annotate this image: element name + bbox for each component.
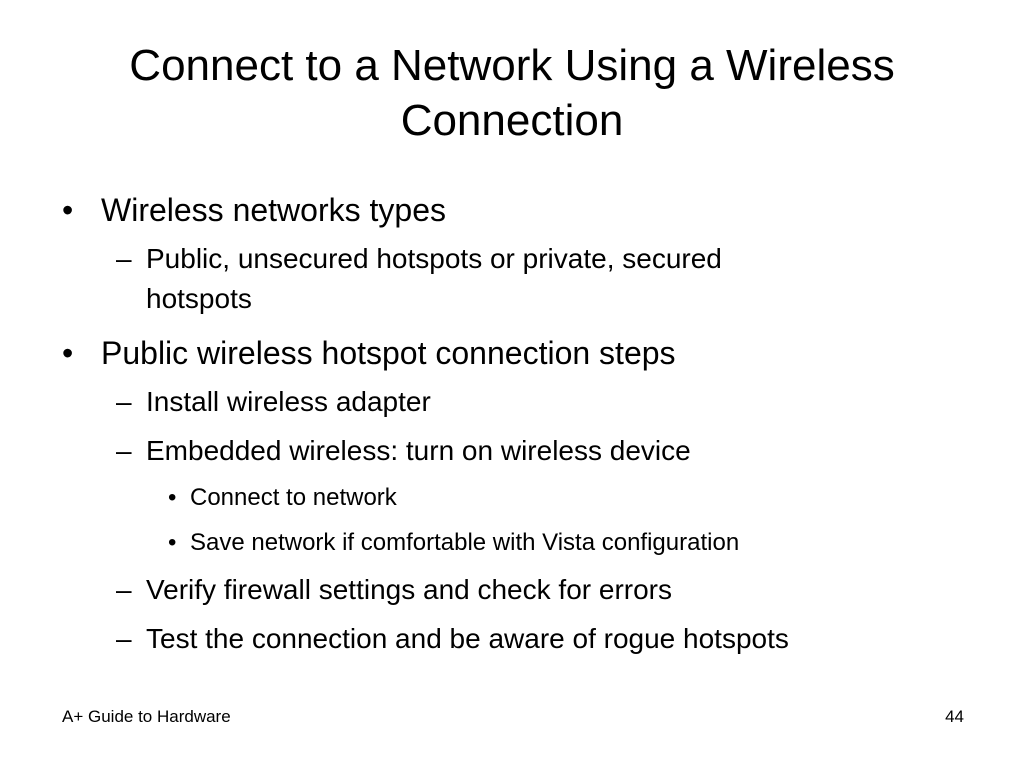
- sub-bullet-embedded-wireless: Embedded wireless: turn on wireless devi…: [146, 435, 691, 466]
- bullet-marker: •: [168, 484, 177, 511]
- sub-bullet-test-connection: Test the connection and be aware of rogu…: [146, 623, 789, 654]
- slide-title-line-1: Connect to a Network Using a Wireless: [129, 41, 895, 90]
- dash-marker: –: [116, 435, 132, 466]
- sub-bullet-hotspot-types-line-2: hotspots: [146, 283, 252, 314]
- bullet-marker: •: [168, 529, 177, 556]
- slide-title-line-2: Connection: [400, 96, 624, 145]
- dash-marker: –: [116, 574, 132, 605]
- dash-marker: –: [116, 386, 132, 417]
- slide-title: Connect to a Network Using a Wireless Co…: [40, 38, 984, 148]
- tertiary-bullet-save-network: Save network if comfortable with Vista c…: [190, 529, 740, 556]
- dash-marker: –: [116, 243, 132, 274]
- footer-left-text: A+ Guide to Hardware: [62, 707, 231, 726]
- sub-bullet-install-adapter: Install wireless adapter: [146, 386, 431, 417]
- bullet-connection-steps: Public wireless hotspot connection steps: [101, 335, 676, 371]
- sub-bullet-hotspot-types-line-1: Public, unsecured hotspots or private, s…: [146, 243, 722, 274]
- sub-bullet-verify-firewall: Verify firewall settings and check for e…: [146, 574, 672, 605]
- dash-marker: –: [116, 623, 132, 654]
- bullet-marker: •: [62, 335, 74, 371]
- bullet-wireless-network-types: Wireless networks types: [101, 192, 446, 228]
- page-number: 44: [945, 707, 964, 726]
- bullet-marker: •: [62, 192, 74, 228]
- tertiary-bullet-connect-to-network: Connect to network: [190, 484, 397, 511]
